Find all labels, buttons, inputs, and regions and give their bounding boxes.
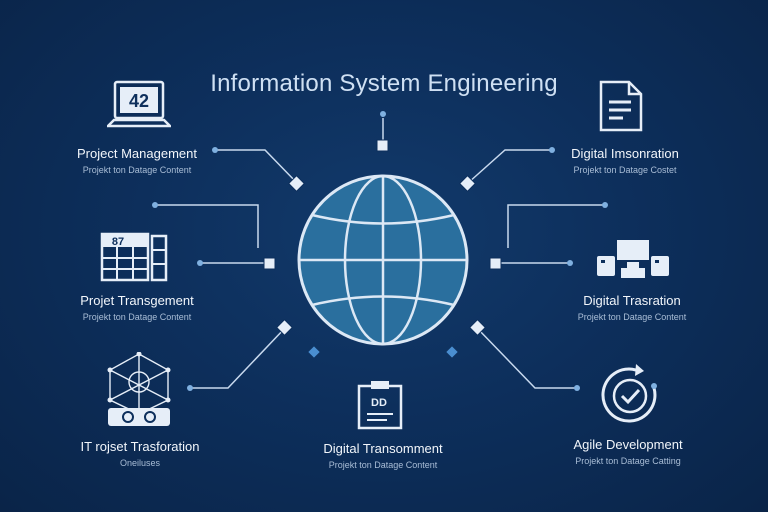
folder-icon: DD (357, 380, 403, 430)
node-sublabel: Oneiluses (119, 458, 161, 468)
connector-it-rojset (190, 327, 286, 389)
connector-project-management (215, 149, 298, 184)
connector-dot (187, 385, 193, 391)
node-projet-transgement: Projet Transgement Projekt ton Datage Co… (62, 293, 212, 322)
connector-dot (567, 260, 573, 266)
node-digital-transomment: Digital Transomment Projekt ton Datage C… (308, 441, 458, 470)
connector-dot (602, 202, 608, 208)
agile-cycle-icon (596, 362, 664, 430)
node-label: Project Management (77, 146, 197, 161)
node-sublabel: Projekt ton Datage Content (328, 460, 438, 470)
node-digital-trasration: Digital Trasration Projekt ton Datage Co… (557, 293, 707, 322)
connector-joint (376, 139, 389, 152)
connector-dot (549, 147, 555, 153)
node-label: Digital Imsonration (571, 146, 679, 161)
folder-label-text: DD (371, 397, 387, 409)
blockchain-icon (104, 351, 174, 428)
connector-dot (197, 260, 203, 266)
node-label: IT rojset Trasforation (80, 439, 200, 454)
connector-joint (288, 175, 305, 192)
connector-joint (276, 319, 293, 336)
node-digital-imsonration: Digital Imsonration Projekt ton Datage C… (550, 146, 700, 175)
connector-digital-imsonration (467, 149, 552, 184)
node-sublabel: Projekt ton Datage Content (577, 312, 687, 322)
connector-joint (459, 175, 476, 192)
connector-joint (263, 257, 276, 270)
node-sublabel: Projekt ton Datage Costet (573, 165, 677, 175)
node-sublabel: Projekt ton Datage Catting (575, 456, 681, 466)
laptop-icon: 42 (104, 80, 174, 134)
node-agile-development: Agile Development Projekt ton Datage Cat… (553, 437, 703, 466)
accent-dot (446, 346, 458, 358)
document-icon (597, 80, 645, 134)
node-sublabel: Projekt ton Datage Content (82, 312, 192, 322)
node-it-rojset-trasforation: IT rojset Trasforation Oneiluses (60, 439, 220, 468)
connector-dot (380, 111, 386, 117)
calendar-header-text: 87 (112, 236, 124, 248)
node-project-management: Project Management Projekt ton Datage Co… (62, 146, 212, 175)
diagram-title: Information System Engineering (210, 70, 558, 97)
connector-joint (469, 319, 486, 336)
connector-dot (152, 202, 158, 208)
globe-icon (297, 174, 469, 346)
connector-joint (489, 257, 502, 270)
connector-right-bracket (507, 204, 605, 248)
accent-dot (308, 346, 320, 358)
connector-agile-development (476, 327, 577, 389)
node-label: Agile Development (573, 437, 683, 452)
connector-left-bracket (155, 204, 259, 248)
network-devices-icon (595, 238, 671, 280)
connector-dot (574, 385, 580, 391)
connector-dot (212, 147, 218, 153)
node-label: Digital Trasration (583, 293, 681, 308)
node-label: Digital Transomment (323, 441, 443, 456)
laptop-screen-text: 42 (129, 91, 149, 111)
node-label: Projet Transgement (80, 293, 194, 308)
calendar-icon: 87 (100, 232, 168, 282)
node-sublabel: Projekt ton Datage Content (82, 165, 192, 175)
